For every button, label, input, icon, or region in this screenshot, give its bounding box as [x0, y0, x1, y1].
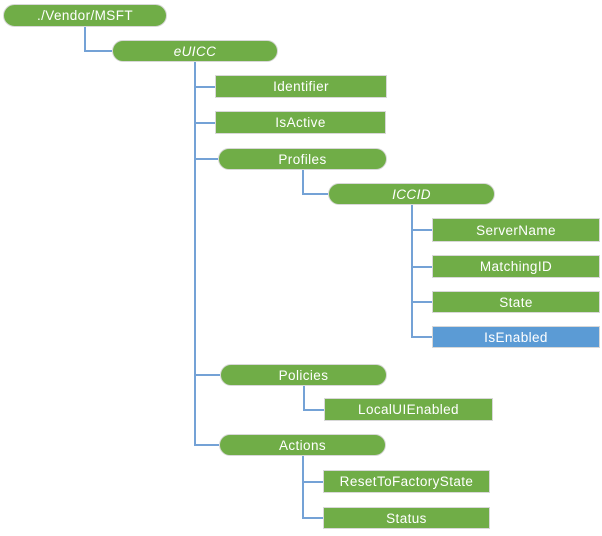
node-label: Policies [278, 367, 329, 383]
node-state: State [432, 291, 600, 313]
connector-segment [195, 121, 215, 124]
connector-segment [411, 265, 432, 268]
connector-segment [411, 336, 432, 338]
connector-segment [411, 301, 432, 303]
node-label: ./Vendor/MSFT [37, 8, 133, 23]
node-isenabled: IsEnabled [432, 326, 600, 348]
node-label: Status [386, 510, 427, 526]
node-label: IsActive [275, 115, 326, 130]
node-profiles: Profiles [218, 148, 387, 170]
connector-segment [411, 229, 432, 231]
node-label: Identifier [273, 79, 329, 94]
connector-segment [301, 170, 304, 195]
node-isactive: IsActive [215, 111, 386, 134]
connector-segment [302, 386, 305, 411]
connector-segment [302, 480, 323, 483]
node-matchingid: MatchingID [432, 255, 600, 278]
connector-segment [85, 50, 112, 52]
node-localuienabled: LocalUIEnabled [324, 398, 493, 421]
connector-segment [84, 27, 86, 52]
connector-segment [195, 374, 220, 376]
connector-segment [195, 158, 218, 160]
node-policies: Policies [220, 364, 387, 386]
connector-segment [302, 517, 323, 519]
node-label: LocalUIEnabled [358, 402, 459, 417]
node-iccid: ICCID [328, 183, 495, 205]
connector-segment [195, 85, 215, 88]
connector-segment [195, 444, 219, 446]
node-euicc: eUICC [112, 40, 278, 62]
node-label: Actions [278, 437, 327, 453]
connector-segment [303, 408, 324, 411]
connector-segment [410, 205, 413, 338]
node-resettofactorystate: ResetToFactoryState [323, 470, 490, 493]
node-identifier: Identifier [215, 75, 387, 98]
node-label: eUICC [173, 43, 217, 59]
node-label: IsEnabled [484, 329, 548, 345]
node-servername: ServerName [432, 218, 600, 242]
node-label: Profiles [278, 151, 327, 167]
node-status: Status [323, 507, 490, 529]
connector-segment [302, 193, 328, 195]
node-label: MatchingID [479, 259, 553, 274]
node-label: ServerName [476, 222, 556, 238]
node-label: State [499, 294, 533, 310]
node-label: ICCID [392, 186, 431, 202]
connector-segment [194, 62, 196, 446]
node-actions: Actions [219, 434, 386, 456]
connector-segment [301, 456, 304, 519]
node-label: ResetToFactoryState [339, 474, 474, 489]
node-vendor-msft: ./Vendor/MSFT [3, 4, 167, 27]
